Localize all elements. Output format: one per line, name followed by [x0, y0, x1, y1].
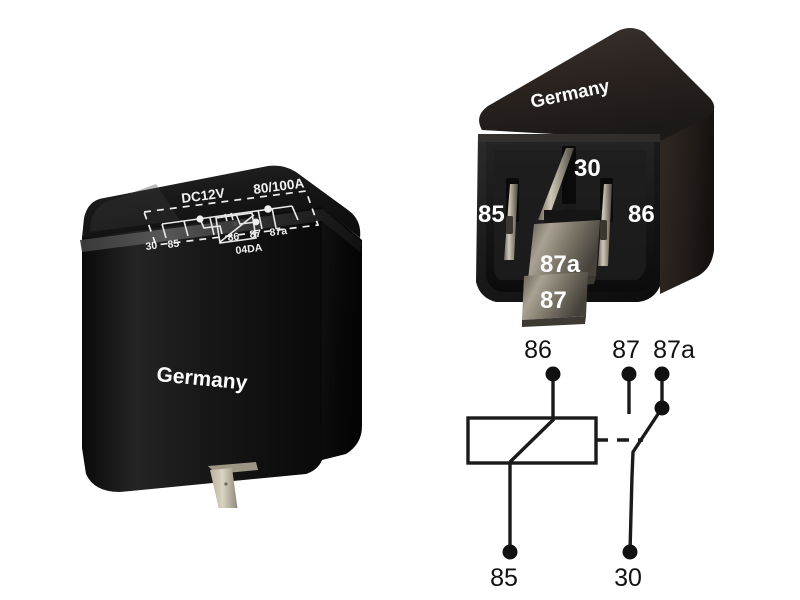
silk-circuit-lines: [161, 205, 299, 239]
dot-87a: [654, 366, 670, 382]
relay-wiring-schematic: 86 87 87a 85 30: [458, 330, 728, 595]
silk-part-code: 04DA: [235, 242, 264, 257]
right-relay-seam: [478, 134, 660, 142]
dot-87a-contact: [654, 400, 670, 416]
silk-coil-dot: [232, 221, 238, 227]
dot-87: [621, 366, 637, 382]
silk-voltage-label: DC12V: [180, 185, 225, 206]
relay-left-angled-view: DC12V 80/100A 30 85 86 87 87a 04DA Germa…: [60, 88, 380, 508]
top-face-highlight: [90, 184, 180, 232]
silk-node-2: [264, 205, 272, 213]
relay-right-pin-view: Germany: [448, 18, 728, 338]
terminal-blade-86: [598, 178, 613, 266]
terminal-blade-85: [504, 178, 519, 260]
schematic-label-86: 86: [524, 336, 552, 364]
dot-30: [622, 544, 638, 560]
silk-rating-label: 80/100A: [252, 175, 305, 197]
terminal-blade-87: [522, 272, 588, 327]
silk-terminal-87a: 87a: [269, 225, 288, 239]
silk-terminal-86: 86: [227, 231, 240, 244]
coil-diagonal: [508, 417, 556, 464]
pin-label-86: 86: [628, 201, 655, 228]
silk-terminal-30: 30: [145, 240, 158, 253]
relay-left-top-face: [82, 165, 361, 238]
silk-terminal-85: 85: [167, 238, 180, 251]
switch-contact-arm: [628, 407, 664, 553]
relay-left-front-face: [82, 206, 322, 492]
silk-dashed-border: [142, 190, 320, 246]
schematic-label-87a: 87a: [653, 336, 695, 364]
schematic-label-87: 87: [612, 336, 640, 364]
silk-node-1: [196, 215, 204, 223]
pin-label-30: 30: [574, 155, 601, 182]
pin-label-87: 87: [540, 287, 567, 314]
pin-label-85: 85: [478, 201, 505, 228]
right-relay-side-face: [658, 100, 714, 294]
dot-86: [545, 366, 561, 382]
relay-left-side-face: [322, 206, 362, 460]
silk-node-3: [252, 218, 260, 226]
dot-85: [502, 544, 518, 560]
silk-terminal-87: 87: [249, 228, 262, 241]
right-relay-top-face: [479, 28, 715, 140]
pin-label-87a: 87a: [540, 251, 581, 278]
left-relay-terminal-blade: [208, 462, 258, 508]
schematic-label-85: 85: [490, 564, 518, 592]
schematic-label-30: 30: [614, 564, 642, 592]
top-silkscreen-diagram: DC12V 80/100A 30 85 86 87 87a 04DA: [142, 175, 320, 257]
schematic-terminal-dots: [502, 366, 670, 560]
terminal-blade-30: [538, 146, 576, 220]
silk-coil-symbol: [215, 212, 257, 244]
